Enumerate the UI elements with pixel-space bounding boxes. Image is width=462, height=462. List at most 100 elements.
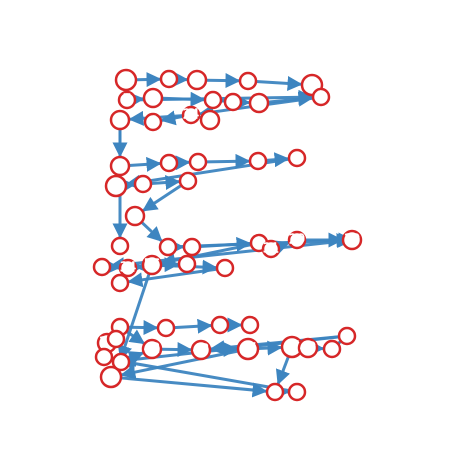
node-circle xyxy=(215,258,235,278)
node-label: 3 xyxy=(184,174,192,189)
graph-node-n51 xyxy=(322,339,342,359)
graph-edge-n23-n25 xyxy=(140,221,163,242)
node-circle xyxy=(94,347,114,367)
node-circle xyxy=(311,87,331,107)
node-circle xyxy=(236,337,260,361)
graph-edge-n27-n34 xyxy=(160,243,252,268)
node-label: 29 xyxy=(289,233,306,248)
node-label: 24 xyxy=(183,108,200,123)
node-circle xyxy=(159,69,179,89)
graph-edge-n22-n23 xyxy=(142,184,183,212)
graph-node-n54 xyxy=(265,382,285,402)
graph-node-n50: 40 xyxy=(297,337,319,359)
graph-node-n40 xyxy=(110,273,130,293)
node-label: 34 xyxy=(120,261,137,276)
node-circle xyxy=(106,329,126,349)
graph-edge-n49-n54 xyxy=(275,355,290,386)
graph-node-n33: 34 xyxy=(118,258,138,278)
node-circle xyxy=(238,71,258,91)
graph-edge-n36-n40 xyxy=(127,267,218,288)
graph-node-n19 xyxy=(287,148,307,168)
node-circle xyxy=(110,273,130,293)
graph-edge-n2-n3 xyxy=(205,73,241,89)
node-circle xyxy=(110,236,130,256)
node-circle xyxy=(248,92,270,114)
graph-node-n9 xyxy=(248,92,270,114)
node-circle xyxy=(210,315,230,335)
node-label: 56 xyxy=(144,258,161,273)
node-circle xyxy=(203,90,223,110)
node-circle xyxy=(143,112,163,132)
graph-node-n10: 2 xyxy=(311,87,331,107)
graph-node-n46: 42 xyxy=(141,338,163,360)
graph-node-n11 xyxy=(109,109,131,131)
graph-edge-n55-n56 xyxy=(120,356,290,393)
graph-edge-n13-n12 xyxy=(160,110,184,126)
graph-edge-n53-n54 xyxy=(120,376,268,398)
graph-node-n47: 43 xyxy=(190,339,212,361)
node-label: 45 xyxy=(284,340,301,355)
graph-edge-n21-n22 xyxy=(150,175,181,190)
node-circle xyxy=(240,315,260,335)
graph-node-n16 xyxy=(159,153,179,173)
graph-edge-n46-n47 xyxy=(160,342,193,358)
graph-node-n21 xyxy=(133,174,153,194)
graph-node-n5: 7 xyxy=(117,90,137,110)
node-label: 43 xyxy=(193,343,210,358)
node-circle xyxy=(181,105,201,125)
graph-edge-n38-n39 xyxy=(173,318,213,334)
node-circle xyxy=(337,326,357,346)
graph-node-n23 xyxy=(124,205,146,227)
graph-node-n44 xyxy=(94,347,114,367)
node-label: 31 xyxy=(263,242,280,257)
graph-node-n53: 2 xyxy=(99,365,123,389)
graph-node-n30: 10 xyxy=(341,229,363,251)
graph-node-n34: 56 xyxy=(141,254,163,276)
node-circle xyxy=(156,318,176,338)
node-label: 47 xyxy=(240,342,257,357)
graph-edge-n17-n18 xyxy=(205,153,251,169)
node-circle xyxy=(265,382,285,402)
graph-node-n14 xyxy=(199,109,221,131)
node-circle xyxy=(177,254,197,274)
node-circle xyxy=(322,339,342,359)
node-circle xyxy=(190,339,212,361)
graph-node-n6 xyxy=(142,87,164,109)
graph-node-n25 xyxy=(158,237,178,257)
graph-node-n48: 47 xyxy=(236,337,260,361)
graph-node-n13: 24 xyxy=(181,105,201,125)
node-circle xyxy=(104,174,128,198)
graph-edge-n3-n4 xyxy=(255,75,303,91)
graph-node-n18 xyxy=(248,151,268,171)
node-circle xyxy=(223,92,243,112)
graph-node-n35 xyxy=(177,254,197,274)
node-circle xyxy=(199,109,221,131)
graph-node-n22: 3 xyxy=(178,171,198,191)
graph-edge-n48-n53 xyxy=(120,349,239,380)
graph-node-n17 xyxy=(188,152,208,172)
graph-node-n43 xyxy=(106,329,126,349)
node-label: 2 xyxy=(117,355,125,370)
node-circle xyxy=(341,229,363,251)
node-label: 7 xyxy=(116,159,124,174)
graph-node-n20 xyxy=(104,174,128,198)
node-circle xyxy=(158,237,178,257)
node-circle xyxy=(133,174,153,194)
node-circle xyxy=(99,365,123,389)
graph-node-n28: 31 xyxy=(261,239,281,259)
graph-node-n8 xyxy=(223,92,243,112)
graph-node-n7 xyxy=(203,90,223,110)
graph-node-n15: 7 xyxy=(109,155,131,177)
graph-edge-n5-n10 xyxy=(134,89,314,105)
node-circle xyxy=(287,230,307,250)
graph-edge-n0-n1 xyxy=(135,72,162,88)
node-circle xyxy=(118,258,138,278)
graph-node-n12: 6 xyxy=(143,112,163,132)
graph-node-n39 xyxy=(210,315,230,335)
node-label: 42 xyxy=(144,342,161,357)
node-circle xyxy=(248,151,268,171)
node-circle xyxy=(142,87,164,109)
node-circle xyxy=(182,237,202,257)
